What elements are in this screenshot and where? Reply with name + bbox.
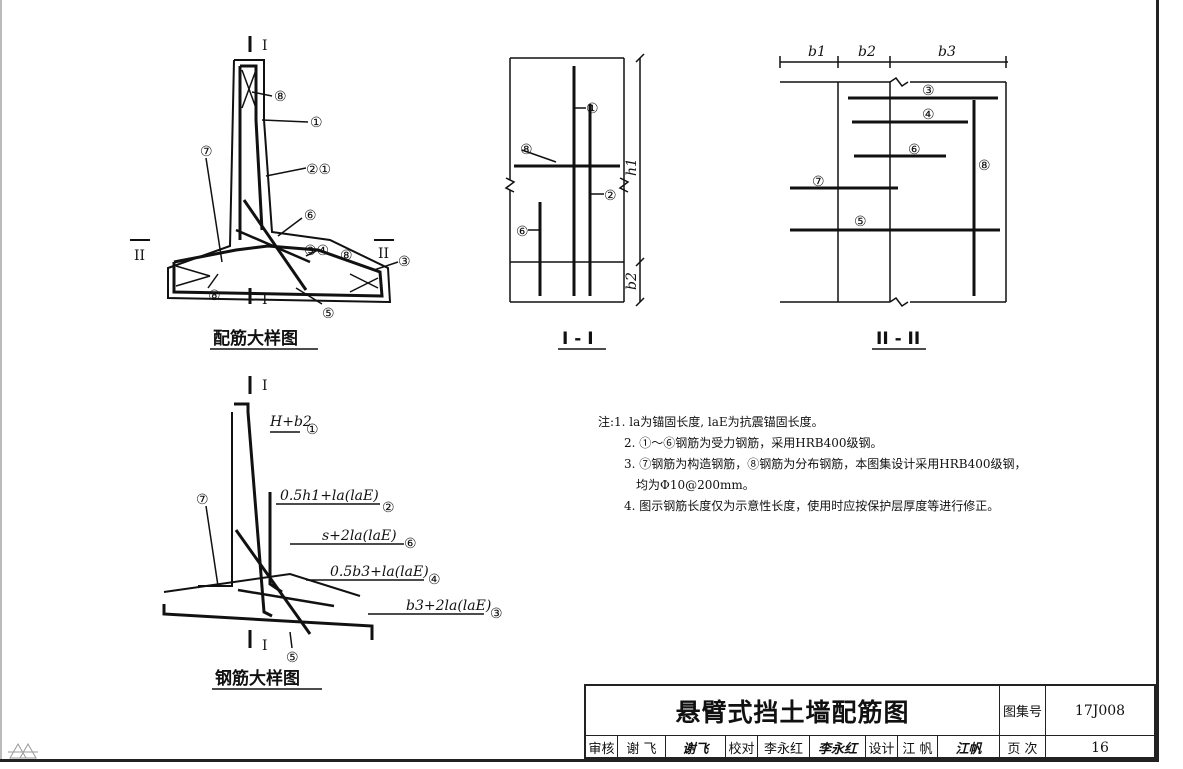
detail-labels: I I II II ⑧ ① ②① ⑦ ⑥ ③④ ⑧ ③ ⑧ ⑤ 配筋大样图	[134, 38, 411, 350]
section-II-view	[779, 56, 1008, 308]
designer-signature: 江帆	[938, 736, 1000, 759]
marker-8c: ⑧	[208, 288, 221, 304]
rb-marker-5: ⑤	[286, 650, 299, 666]
rb-marker-3: ③	[490, 606, 503, 622]
checker-signature: 李永红	[810, 736, 866, 759]
marker-6: ⑥	[304, 208, 317, 224]
checker-label: 校对	[726, 736, 758, 759]
title-block: 悬臂式挡土墙配筋图 图集号 17J008 审核 谢 飞 谢飞 校对 李永红 李永…	[584, 684, 1156, 759]
note-3: 3. ⑦钢筋为构造钢筋，⑧钢筋为分布钢筋，本图集设计采用HRB400级钢，	[624, 457, 1027, 471]
marker-5: ⑤	[322, 306, 335, 322]
section-mark-II-left: II	[134, 248, 145, 264]
dim-b1: b1	[808, 44, 826, 60]
caption-detail: 配筋大样图	[213, 328, 298, 349]
watermark-icon	[8, 742, 38, 759]
marker-8: ⑧	[274, 89, 287, 105]
formula-bar-2: 0.5h1+la(laE)	[280, 488, 379, 504]
section-I-labels: ① ⑧ ② ⑥ h1 b2 I - I	[516, 101, 640, 350]
section-mark-I-top: I	[262, 38, 268, 54]
s2-marker-6: ⑥	[908, 142, 921, 158]
marker-3: ③	[398, 254, 411, 270]
note-2: 2. ①～⑥钢筋为受力钢筋，采用HRB400级钢。	[624, 436, 883, 450]
note-4: 4. 图示钢筋长度仅为示意性长度，使用时应按保护层厚度等进行修正。	[624, 499, 1000, 513]
designer-label: 设计	[866, 736, 898, 759]
formula-bar-3: b3+2la(laE)	[406, 598, 491, 614]
atlas-label: 图集号	[1000, 686, 1046, 736]
caption-rebar: 钢筋大样图	[215, 668, 300, 689]
section-mark-I-bottom: I	[262, 292, 268, 308]
rebar-view	[162, 376, 484, 649]
drawing-title: 悬臂式挡土墙配筋图	[586, 686, 1000, 736]
s2-marker-5: ⑤	[854, 214, 867, 230]
rb-marker-1: ①	[306, 422, 319, 438]
signature-row: 审核 谢 飞 谢飞 校对 李永红 李永红 设计 江 帆 江帆 页 次 16	[586, 736, 1154, 759]
s2-marker-3: ③	[922, 83, 935, 99]
atlas-number: 17J008	[1046, 686, 1154, 736]
frame-border-bottom	[0, 759, 1159, 762]
page-label: 页 次	[1000, 736, 1046, 759]
marker-7: ⑦	[200, 144, 213, 160]
dim-b2: b2	[858, 44, 876, 60]
section-I-view	[504, 53, 645, 307]
rb-marker-4: ④	[428, 572, 441, 588]
notes-block: 注:1. la为锚固长度, laE为抗震锚固长度。 2. ①～⑥钢筋为受力钢筋，…	[598, 412, 1118, 517]
formula-bar-6: s+2la(laE)	[322, 528, 397, 544]
s1-marker-6: ⑥	[516, 224, 529, 240]
marker-34: ③④	[304, 243, 329, 259]
s2-marker-4: ④	[922, 107, 935, 123]
note-3-cont: 均为Φ10@200mm。	[636, 478, 755, 492]
checker-name: 李永红	[758, 736, 810, 759]
reviewer-name: 谢 飞	[618, 736, 666, 759]
rb-section-I-bottom: I	[262, 638, 268, 654]
caption-section-I: I - I	[562, 329, 594, 349]
note-1: 注:1. la为锚固长度, laE为抗震锚固长度。	[598, 415, 824, 429]
formula-bar-4: 0.5b3+la(laE)	[330, 564, 429, 580]
section-II-labels: b1 b2 b3 ③ ④ ⑥ ⑧ ⑦ ⑤ II - II	[808, 44, 991, 350]
rb-section-I-top: I	[262, 378, 268, 394]
dim-b2-side: b2	[624, 272, 640, 290]
marker-21: ②①	[306, 162, 331, 178]
rb-marker-7: ⑦	[196, 492, 209, 508]
s1-marker-1: ①	[586, 101, 599, 117]
dim-h1: h1	[624, 158, 640, 176]
designer-name: 江 帆	[898, 736, 938, 759]
marker-1: ①	[310, 115, 323, 131]
s2-marker-7: ⑦	[812, 174, 825, 190]
section-mark-II-right: II	[378, 246, 389, 262]
formula-bar-1: H+b2	[269, 414, 312, 430]
page-number: 16	[1091, 739, 1109, 756]
dim-b3: b3	[938, 44, 956, 60]
rebar-labels: I I H+b2 ① ⑦ 0.5h1+la(laE) ② s+2la(laE) …	[196, 378, 503, 690]
caption-section-II: II - II	[876, 329, 920, 349]
frame-border-left	[0, 0, 2, 762]
detail-view	[130, 36, 399, 305]
marker-8b: ⑧	[340, 248, 353, 264]
frame-border-right	[1156, 0, 1159, 762]
s1-marker-8: ⑧	[520, 142, 533, 158]
s1-marker-2: ②	[604, 188, 617, 204]
reviewer-label: 审核	[586, 736, 618, 759]
rb-marker-6: ⑥	[404, 536, 417, 552]
s2-marker-8: ⑧	[978, 158, 991, 174]
rb-marker-2: ②	[382, 500, 395, 516]
reviewer-signature: 谢飞	[666, 736, 726, 759]
